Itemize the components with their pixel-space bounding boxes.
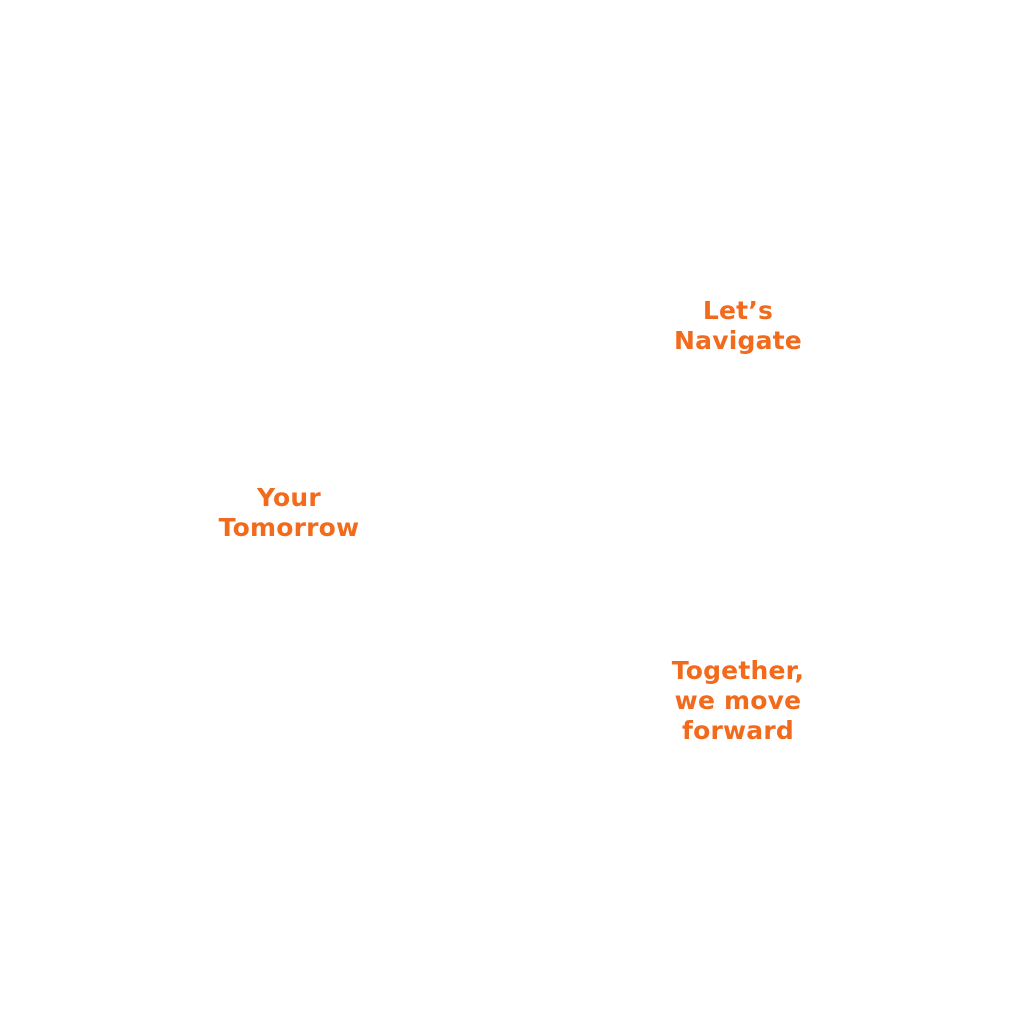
- phrase-line: Your: [257, 483, 321, 512]
- phrase-line: Together,: [671, 656, 805, 685]
- phrase-line: we move: [674, 686, 802, 715]
- phrase-line: Tomorrow: [218, 513, 360, 542]
- phrase-line: Let’s: [702, 296, 774, 325]
- phrase-line: Navigate: [674, 326, 802, 355]
- phrase-together-we-move-forward: Together, we move forward: [608, 656, 868, 746]
- phrase-lets-navigate: Let’s Navigate: [608, 296, 868, 356]
- phrase-your-tomorrow: Your Tomorrow: [159, 483, 419, 543]
- phrase-line: forward: [682, 716, 794, 745]
